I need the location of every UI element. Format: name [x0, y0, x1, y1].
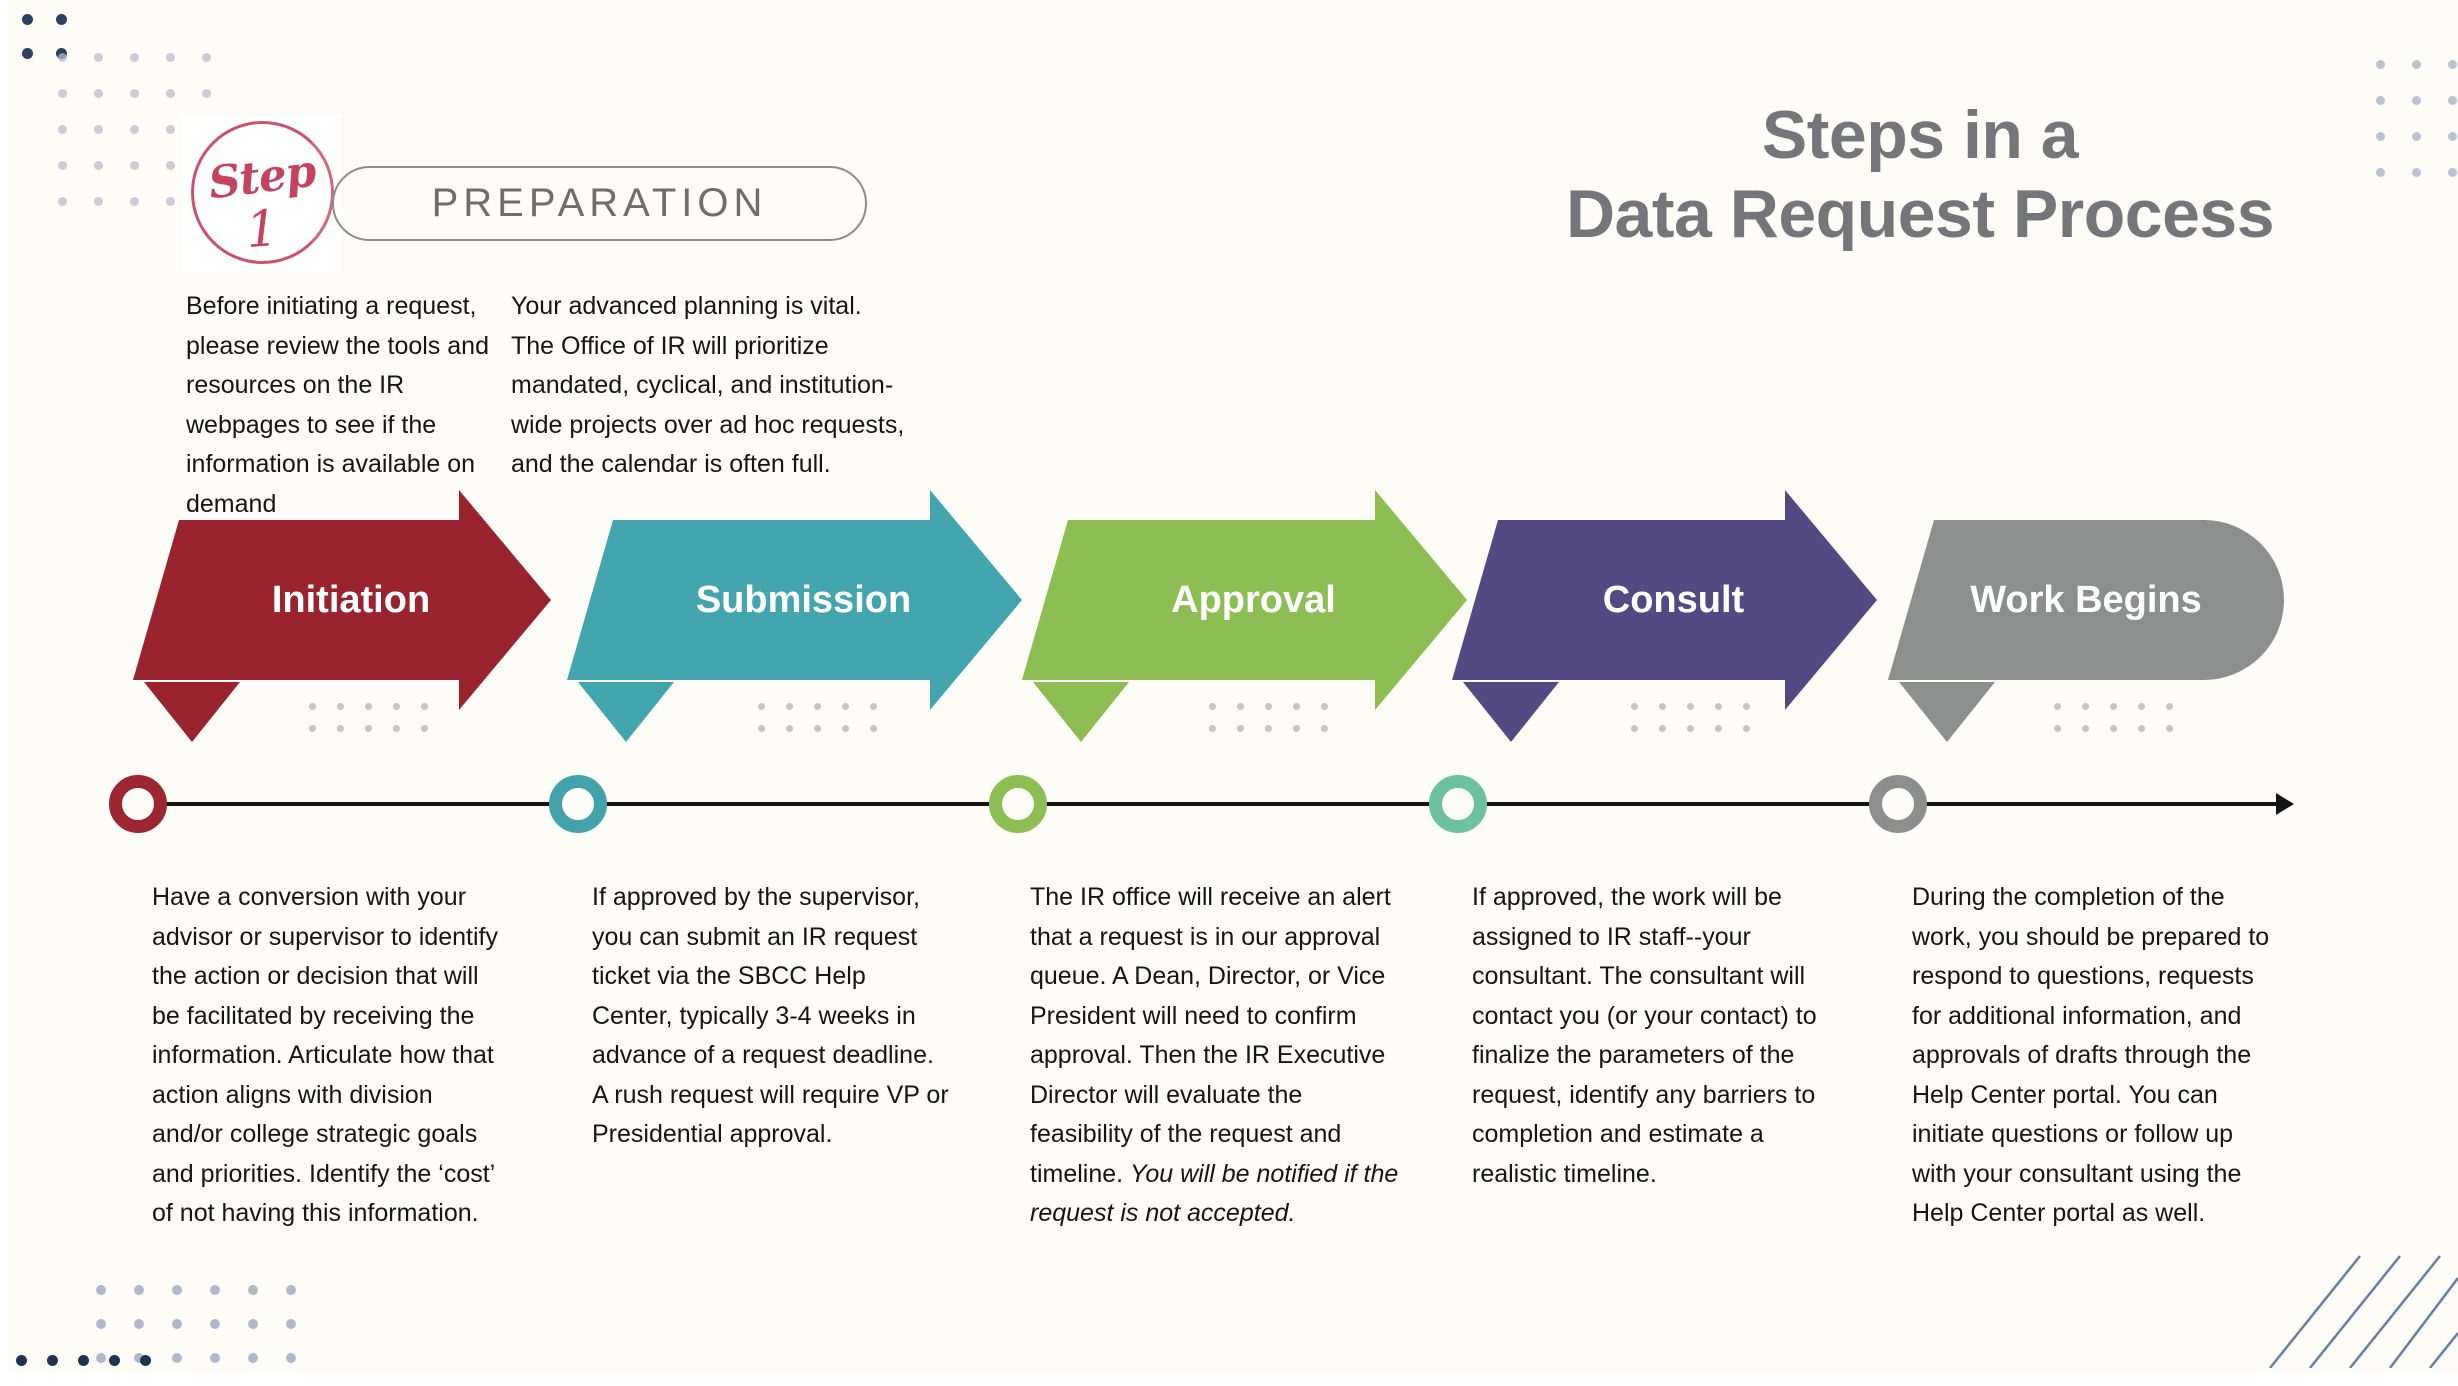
preparation-text-2: Your advanced planning is vital. The Off…: [511, 292, 905, 478]
decor-accent-dots: [1630, 703, 1771, 747]
decor-accent-dots: [1208, 703, 1349, 747]
arrow-shape-icon: [133, 490, 551, 710]
decor-accent-dots: [308, 703, 449, 747]
stage-description-work-begins: During the completion of the work, you s…: [1912, 883, 2270, 1227]
decor-accent-dots: [758, 703, 898, 747]
process-timeline: [109, 775, 2294, 833]
timeline-node-initiation[interactable]: [109, 775, 167, 833]
slide-left-edge: [0, 0, 8, 1386]
title-line-1: Steps in a: [1761, 97, 2079, 173]
decor-dots-bottom-left-light: [96, 1285, 324, 1386]
arrow-down-pointer-icon: [578, 682, 674, 742]
timeline-node-submission[interactable]: [549, 775, 607, 833]
title-line-2: Data Request Process: [1565, 175, 2275, 252]
arrow-shape-icon: [1452, 490, 1877, 710]
stage-description-emphasis: You will be notified if the request is n…: [1030, 1159, 1399, 1228]
step-badge-number: 1: [244, 198, 280, 260]
stage-description-initiation: Have a conversion with your advisor or s…: [152, 883, 498, 1227]
page-title: Steps in a Data Request Process: [1420, 96, 2420, 254]
decor-dots-bottom-left-navy: [16, 1355, 171, 1386]
stage-description-consult: If approved, the work will be assigned t…: [1472, 883, 1817, 1188]
timeline-node-approval[interactable]: [989, 775, 1047, 833]
timeline-node-consult[interactable]: [1429, 775, 1487, 833]
timeline-arrowhead-icon: [2276, 793, 2294, 815]
timeline-node-work-begins[interactable]: [1869, 775, 1927, 833]
arrow-down-pointer-icon: [144, 682, 240, 742]
stage-description-approval: The IR office will receive an alert that…: [1030, 883, 1399, 1228]
preparation-text-1: Before initiating a request, please revi…: [186, 292, 489, 518]
arrow-down-pointer-icon: [1463, 682, 1559, 742]
preparation-pill-label: PREPARATION: [431, 181, 768, 225]
slide-bottom-edge: [0, 1370, 2458, 1386]
timeline-rail: [138, 802, 2280, 806]
arrow-down-pointer-icon: [1033, 682, 1129, 742]
arrow-shape-icon: [1888, 520, 2284, 680]
stage-description-submission: If approved by the supervisor, you can s…: [592, 883, 949, 1148]
arrow-shape-icon: [1022, 490, 1467, 710]
decor-accent-dots: [2054, 703, 2194, 747]
step-badge: Step 1: [183, 114, 341, 272]
arrow-down-pointer-icon: [1899, 682, 1995, 742]
preparation-pill: PREPARATION: [332, 166, 867, 241]
arrow-shape-icon: [567, 490, 1022, 710]
decor-diagonal-lines-bottom-right: [2248, 1198, 2458, 1368]
decor-dots-top-right: [2376, 60, 2458, 204]
